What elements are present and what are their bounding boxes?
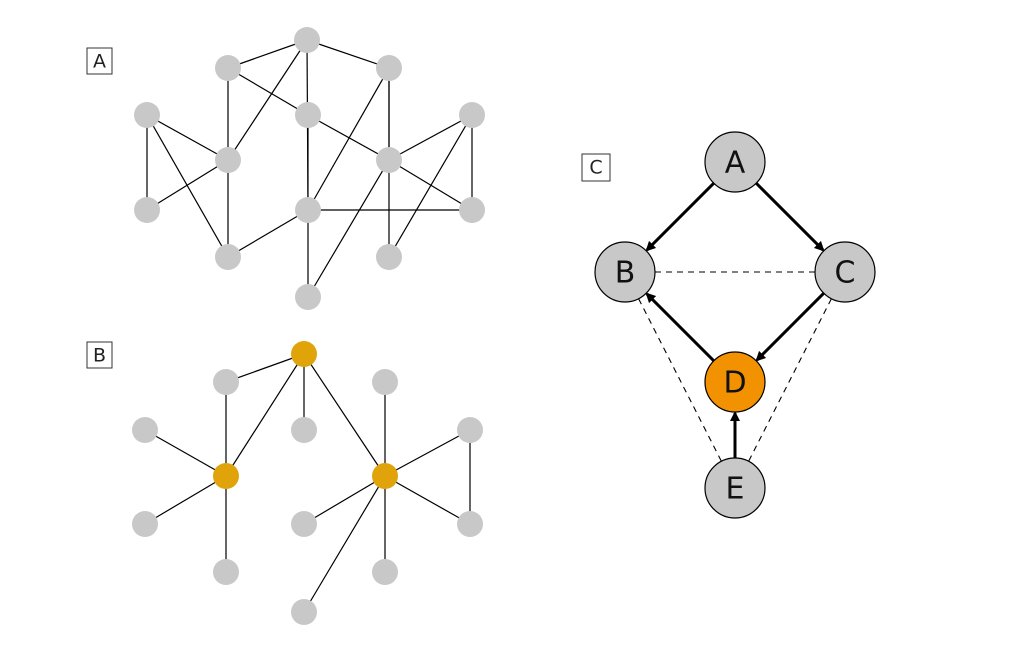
panel-a-edge xyxy=(227,39,308,161)
dag-node-label: A xyxy=(725,146,746,181)
dag-arrow-a-c xyxy=(755,182,825,252)
dag-node-label: C xyxy=(835,256,856,291)
panel-c-dag: A B C D E xyxy=(594,131,876,519)
panel-b-hub-node xyxy=(291,341,317,367)
panel-a-edge xyxy=(307,67,390,211)
panel-a-node xyxy=(376,147,402,173)
panel-b-edge xyxy=(303,353,386,477)
panel-a-label-text: A xyxy=(93,51,106,73)
panel-a-edge xyxy=(307,159,390,298)
panel-a-node xyxy=(295,197,321,223)
dag-node-label: D xyxy=(723,366,746,401)
panel-a-edge xyxy=(307,114,390,161)
panel-c-label: C xyxy=(581,153,611,182)
dag-node-a: A xyxy=(704,131,766,193)
dag-node-circle xyxy=(814,241,876,303)
panel-a-node xyxy=(459,102,485,128)
panel-a-node xyxy=(215,55,241,81)
panel-a-label: A xyxy=(86,47,113,75)
panel-b-edge xyxy=(225,353,305,477)
dag-node-circle xyxy=(594,241,656,303)
panel-b-node xyxy=(291,599,317,625)
panel-a-node xyxy=(295,284,321,310)
panel-a-edge xyxy=(388,114,473,161)
panel-b-hub-node xyxy=(372,463,398,489)
panel-b-label: B xyxy=(86,341,113,369)
panel-a-node xyxy=(295,102,321,128)
dag-node-b: B xyxy=(594,241,656,303)
dag-node-circle xyxy=(704,351,766,413)
dag-node-d: D xyxy=(704,351,766,413)
panel-a-edge xyxy=(227,209,309,258)
panel-b-node xyxy=(457,417,483,443)
panel-a-edge xyxy=(306,39,390,69)
panel-a-network xyxy=(134,27,485,310)
panel-b-node xyxy=(457,511,483,537)
dag-nodes: A B C D E xyxy=(594,131,876,519)
panel-a-edge xyxy=(146,114,229,161)
dag-node-circle xyxy=(704,457,766,519)
panel-a-label-box xyxy=(86,47,113,75)
dag-arrow-c-d xyxy=(755,292,825,362)
panel-b-label-text: B xyxy=(93,345,106,367)
dag-node-e: E xyxy=(704,457,766,519)
panel-a-edge xyxy=(146,159,229,211)
panel-b-edge xyxy=(225,353,305,383)
panel-b-edge xyxy=(144,429,227,477)
panel-b-edge xyxy=(303,475,386,613)
panel-b-node xyxy=(372,369,398,395)
panel-b-edge xyxy=(303,475,386,525)
panel-a-node xyxy=(215,244,241,270)
panel-c-label-text: C xyxy=(589,157,602,179)
panel-b-edge xyxy=(384,429,471,477)
dag-arrow-a-b xyxy=(645,182,715,252)
dag-dashed-edge-c-e xyxy=(748,298,832,462)
dag-node-circle xyxy=(704,131,766,193)
panel-a-node xyxy=(376,55,402,81)
panel-b-node xyxy=(291,511,317,537)
dag-node-label: B xyxy=(615,256,636,291)
dag-arrow-d-b xyxy=(645,292,715,362)
panel-b-hub-node xyxy=(213,463,239,489)
panel-b-edge xyxy=(144,475,227,525)
panel-c-label-box xyxy=(581,153,611,182)
panel-b-node xyxy=(213,369,239,395)
panel-b-node xyxy=(213,559,239,585)
panel-a-node xyxy=(134,197,160,223)
panel-b-node xyxy=(372,559,398,585)
panel-b-edge xyxy=(384,475,471,525)
panel-a-node xyxy=(215,147,241,173)
dag-node-label: E xyxy=(726,472,745,507)
panel-a-node xyxy=(376,244,402,270)
dag-node-c: C xyxy=(814,241,876,303)
dag-dashed-edges xyxy=(638,271,832,462)
panel-a-edge xyxy=(146,114,229,258)
panel-a-edge xyxy=(227,39,308,69)
panel-a-edge xyxy=(227,67,309,116)
panel-b-network xyxy=(132,341,483,625)
dag-dashed-edge-b-e xyxy=(638,298,722,462)
panel-b-node xyxy=(291,417,317,443)
panel-a-node xyxy=(459,197,485,223)
panel-a-node xyxy=(294,27,320,53)
panel-b-node xyxy=(132,511,158,537)
dag-directed-edges xyxy=(645,182,825,458)
panel-b-node xyxy=(132,417,158,443)
panel-a-edge xyxy=(388,114,473,258)
panel-b-label-box xyxy=(86,341,113,369)
panel-a-node xyxy=(134,102,160,128)
